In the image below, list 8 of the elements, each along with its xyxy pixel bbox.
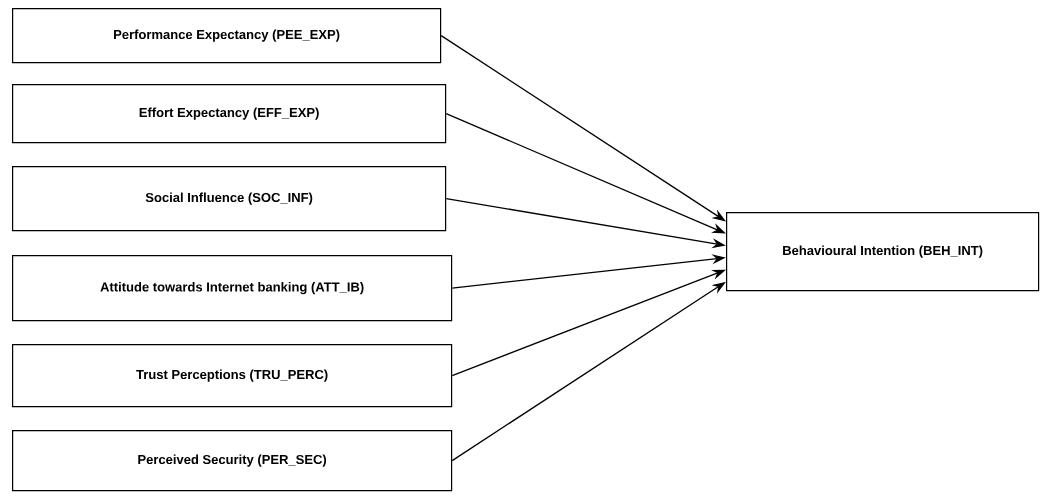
text-box: Effort Expectancy (EFF_EXP) [12, 84, 447, 144]
text-box: Trust Perceptions (TRU_PERC) [12, 344, 453, 408]
text-box: Behavioural Intention (BEH_INT) [726, 212, 1040, 292]
text-box: Perceived Security (PER_SEC) [12, 430, 453, 492]
text-box: Social Influence (SOC_INF) [12, 166, 447, 232]
arrow [440, 34, 726, 222]
text-box: Performance Expectancy (PEE_EXP) [12, 8, 442, 64]
text-box: Attitude towards Internet banking (ATT_IB) [12, 255, 453, 322]
